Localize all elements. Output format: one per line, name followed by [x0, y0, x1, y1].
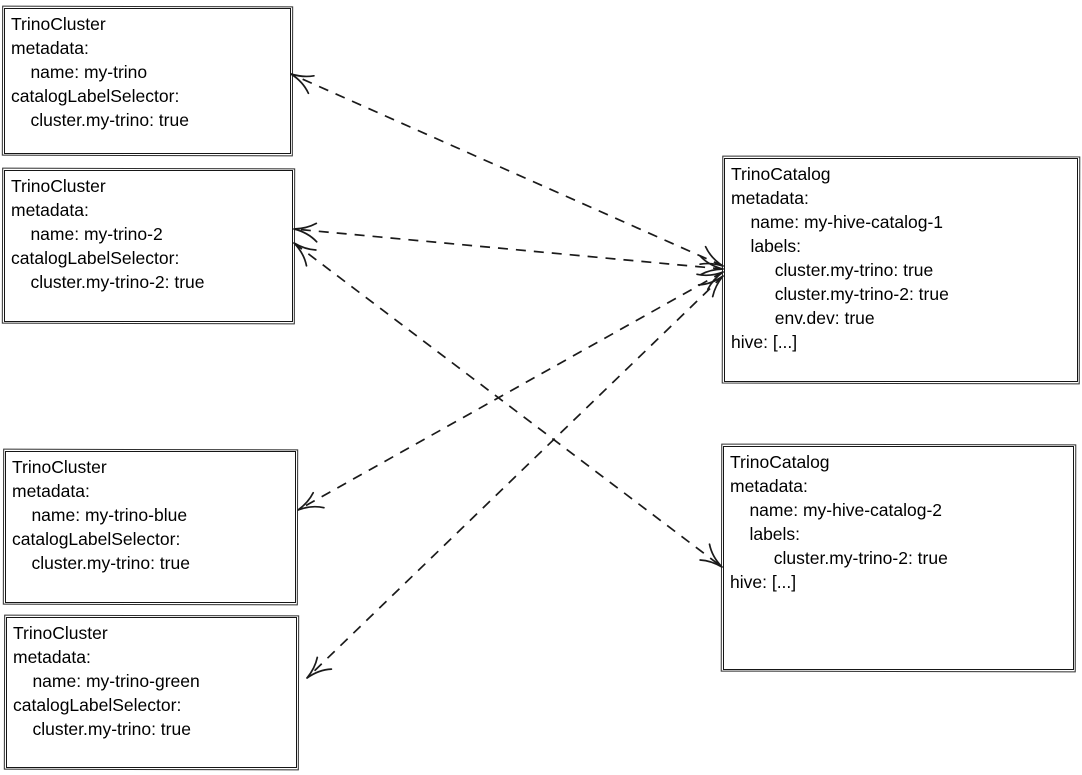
node-trino-cluster-my-trino: TrinoCluster metadata: name: my-trino cata… — [4, 8, 291, 154]
node-line: hive: [...] — [730, 572, 797, 592]
arrow-trino-catalog-my-hive-catalog-1--trino-cluster-my-trino — [290, 73, 724, 267]
arrow-trino-catalog-my-hive-catalog-1--trino-cluster-my-trino-blue — [297, 271, 724, 511]
node-lines: TrinoCluster metadata: name: my-trino-gre… — [13, 621, 292, 741]
node-line: name: my-hive-catalog-2 — [730, 500, 943, 520]
node-line: metadata: — [13, 647, 91, 667]
node-trino-cluster-my-trino-green: TrinoCluster metadata: name: my-trino-gre… — [6, 617, 297, 768]
node-line: name: my-hive-catalog-1 — [731, 212, 944, 232]
arrow-trino-catalog-my-hive-catalog-1--trino-cluster-my-trino-2 — [293, 222, 724, 276]
arrow-trino-catalog-my-hive-catalog-1--trino-cluster-my-trino-green — [306, 275, 724, 679]
node-line: env.dev: true — [731, 308, 875, 328]
node-line: metadata: — [12, 481, 90, 501]
node-lines: TrinoCluster metadata: name: my-trino-blu… — [12, 455, 291, 575]
node-line: cluster.my-trino: true — [11, 110, 189, 130]
node-line: labels: — [731, 236, 802, 256]
node-line: catalogLabelSelector: — [13, 695, 182, 715]
node-line: metadata: — [11, 38, 89, 58]
node-line: name: my-trino-blue — [12, 505, 188, 525]
node-line: hive: [...] — [731, 332, 798, 352]
node-trino-catalog-my-hive-catalog-2: TrinoCatalog metadata: name: my-hive-cata… — [723, 446, 1074, 670]
node-line: labels: — [730, 524, 801, 544]
node-line: TrinoCatalog — [731, 164, 831, 184]
node-line: TrinoCluster — [11, 14, 106, 34]
node-line: name: my-trino-2 — [11, 224, 163, 244]
node-trino-catalog-my-hive-catalog-1: TrinoCatalog metadata: name: my-hive-cata… — [724, 158, 1078, 382]
node-line: metadata: — [730, 476, 808, 496]
node-line: TrinoCluster — [13, 623, 108, 643]
node-line: catalogLabelSelector: — [11, 86, 180, 106]
node-line: cluster.my-trino-2: true — [731, 284, 949, 304]
node-line: TrinoCluster — [12, 457, 107, 477]
node-line: catalogLabelSelector: — [12, 529, 181, 549]
arrow-trino-cluster-my-trino-2--trino-catalog-my-hive-catalog-2 — [293, 242, 723, 568]
node-lines: TrinoCatalog metadata: name: my-hive-cata… — [731, 162, 1073, 354]
node-line: cluster.my-trino: true — [12, 553, 190, 573]
node-line: name: my-trino-green — [13, 671, 200, 691]
node-lines: TrinoCluster metadata: name: my-trino-2 ca… — [11, 174, 288, 294]
node-line: TrinoCluster — [11, 176, 106, 196]
node-line: metadata: — [731, 188, 809, 208]
node-lines: TrinoCluster metadata: name: my-trino cata… — [11, 12, 286, 132]
node-trino-cluster-my-trino-2: TrinoCluster metadata: name: my-trino-2 ca… — [4, 170, 293, 322]
node-lines: TrinoCatalog metadata: name: my-hive-cata… — [730, 450, 1069, 594]
node-line: cluster.my-trino-2: true — [11, 272, 205, 292]
node-line: cluster.my-trino: true — [13, 719, 191, 739]
node-line: catalogLabelSelector: — [11, 248, 180, 268]
node-line: metadata: — [11, 200, 89, 220]
node-line: name: my-trino — [11, 62, 148, 82]
node-line: TrinoCatalog — [730, 452, 830, 472]
node-line: cluster.my-trino-2: true — [730, 548, 948, 568]
node-trino-cluster-my-trino-blue: TrinoCluster metadata: name: my-trino-blu… — [5, 451, 296, 603]
node-line: cluster.my-trino: true — [731, 260, 934, 280]
